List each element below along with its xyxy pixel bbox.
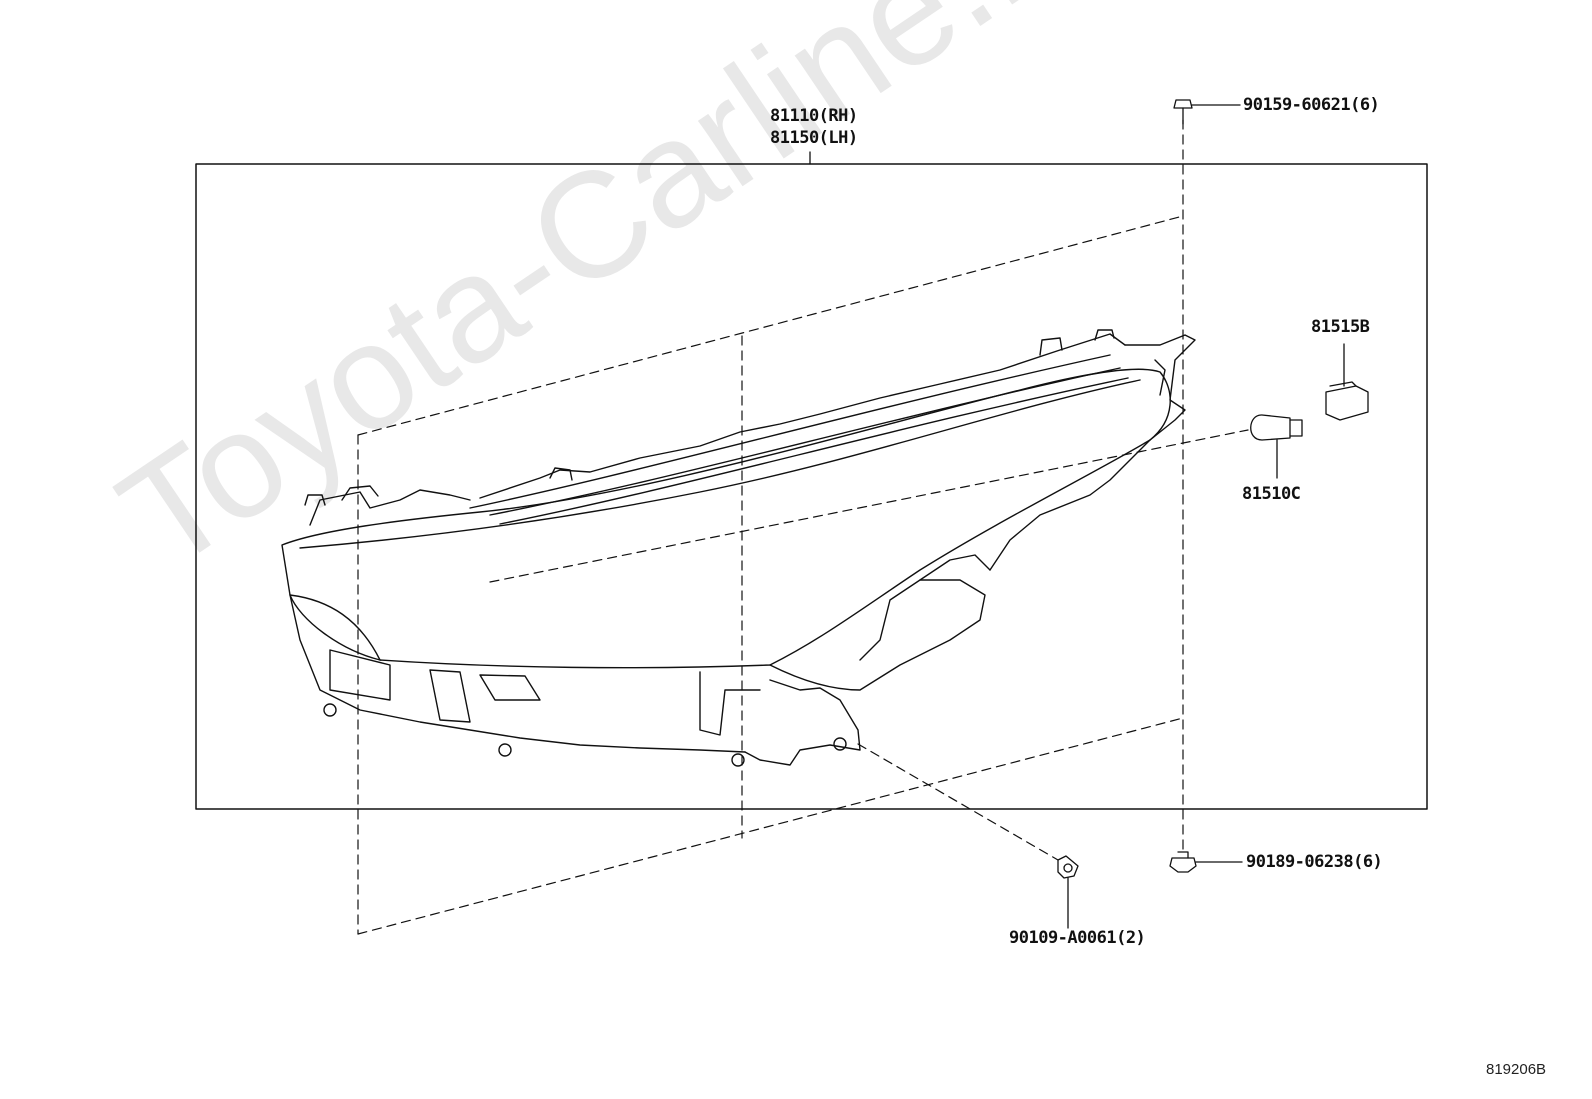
headlamp-drawing	[281, 329, 1196, 767]
label-socket: 81515B	[1311, 317, 1370, 337]
label-bulb: 81510C	[1242, 484, 1301, 504]
label-screw-bottom: 90189-06238(6)	[1246, 852, 1383, 872]
top-screw-drawing	[1173, 99, 1241, 125]
bottom-clip-drawing	[1169, 851, 1243, 873]
assembly-frame	[195, 163, 1428, 810]
bulb-drawing	[1250, 414, 1303, 479]
bolt-drawing	[1057, 855, 1079, 929]
label-bolt: 90109-A0061(2)	[1009, 928, 1146, 948]
label-screw-top: 90159-60621(6)	[1243, 95, 1380, 115]
socket-drawing	[1325, 343, 1369, 421]
diagram-code: 819206B	[1486, 1061, 1547, 1078]
label-headlamp-rh: 81110(RH)	[770, 106, 858, 126]
dashed-guides	[357, 119, 1249, 935]
label-headlamp-lh: 81150(LH)	[770, 128, 858, 148]
